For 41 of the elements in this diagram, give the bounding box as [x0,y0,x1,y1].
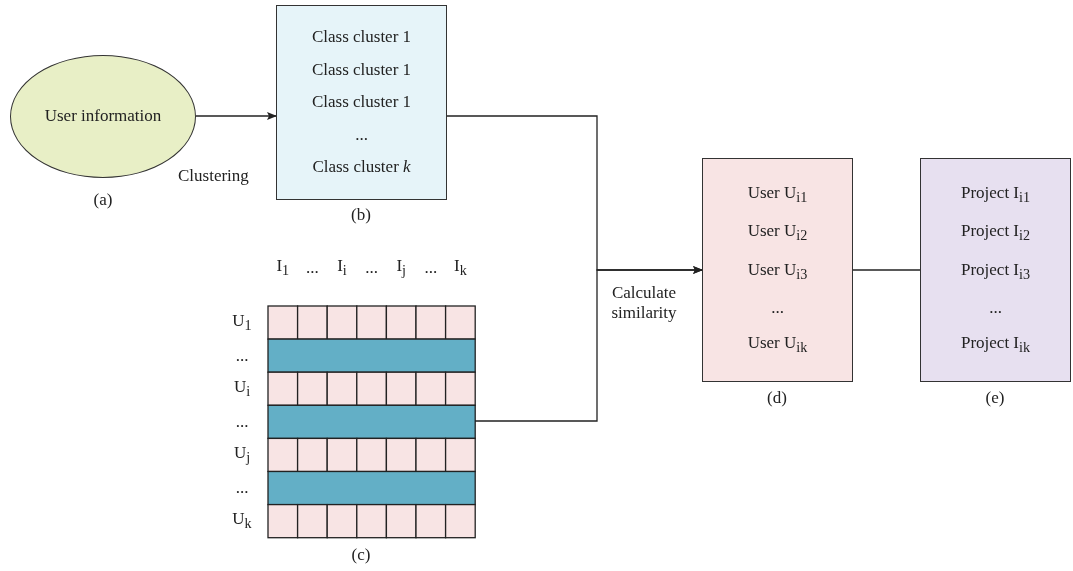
row-header: U$_{i}$ [233,377,251,400]
row-header: U$_{k}$ [232,510,252,533]
connector-line [852,269,921,271]
column-header: ... [365,258,378,278]
panel-caption: (a) [93,190,113,210]
node-text: User information [44,107,162,126]
node-text: Project I$_{i1}$ [960,183,1031,206]
node-text: ... [771,299,784,318]
panel-caption: (d) [767,388,787,408]
node-text: ... [355,125,368,145]
node-text: User U$_{i3}$ [747,260,808,283]
column-header: ... [424,258,438,278]
column-header: I$_{i}$ [337,257,347,279]
node-text: ... [989,299,1002,318]
process-box [702,158,853,382]
node-text: User U$_{ik}$ [747,334,808,357]
row-header: ... [235,478,249,498]
column-header: ... [306,258,319,278]
node-text: Project I$_{i3}$ [960,260,1031,283]
arrow [195,112,277,120]
node-text: Project I$_{ik}$ [960,334,1031,357]
node-text: Class cluster k [312,158,411,178]
edge-label: Clustering [178,166,249,187]
column-header: I$_{1}$ [276,257,290,279]
panel-caption: (e) [985,388,1005,408]
column-header: I$_{j}$ [396,257,406,279]
process-box [276,5,447,200]
row-header: ... [235,412,249,432]
node-text: Class cluster 1 [311,27,412,47]
node-text: Project I$_{i2}$ [960,222,1031,245]
node-text: User U$_{i2}$ [747,222,808,245]
row-header: U$_{j}$ [233,443,251,466]
node-text: Class cluster 1 [311,60,412,80]
column-header: I$_{k}$ [454,257,467,279]
panel-caption: (c) [351,545,371,565]
node-text: Class cluster 1 [311,93,412,112]
panel-caption: (b) [351,205,371,225]
row-header: ... [235,346,249,365]
process-box [920,158,1071,382]
row-header: U$_{1}$ [232,311,252,334]
node-text: User U$_{i1}$ [747,183,808,206]
